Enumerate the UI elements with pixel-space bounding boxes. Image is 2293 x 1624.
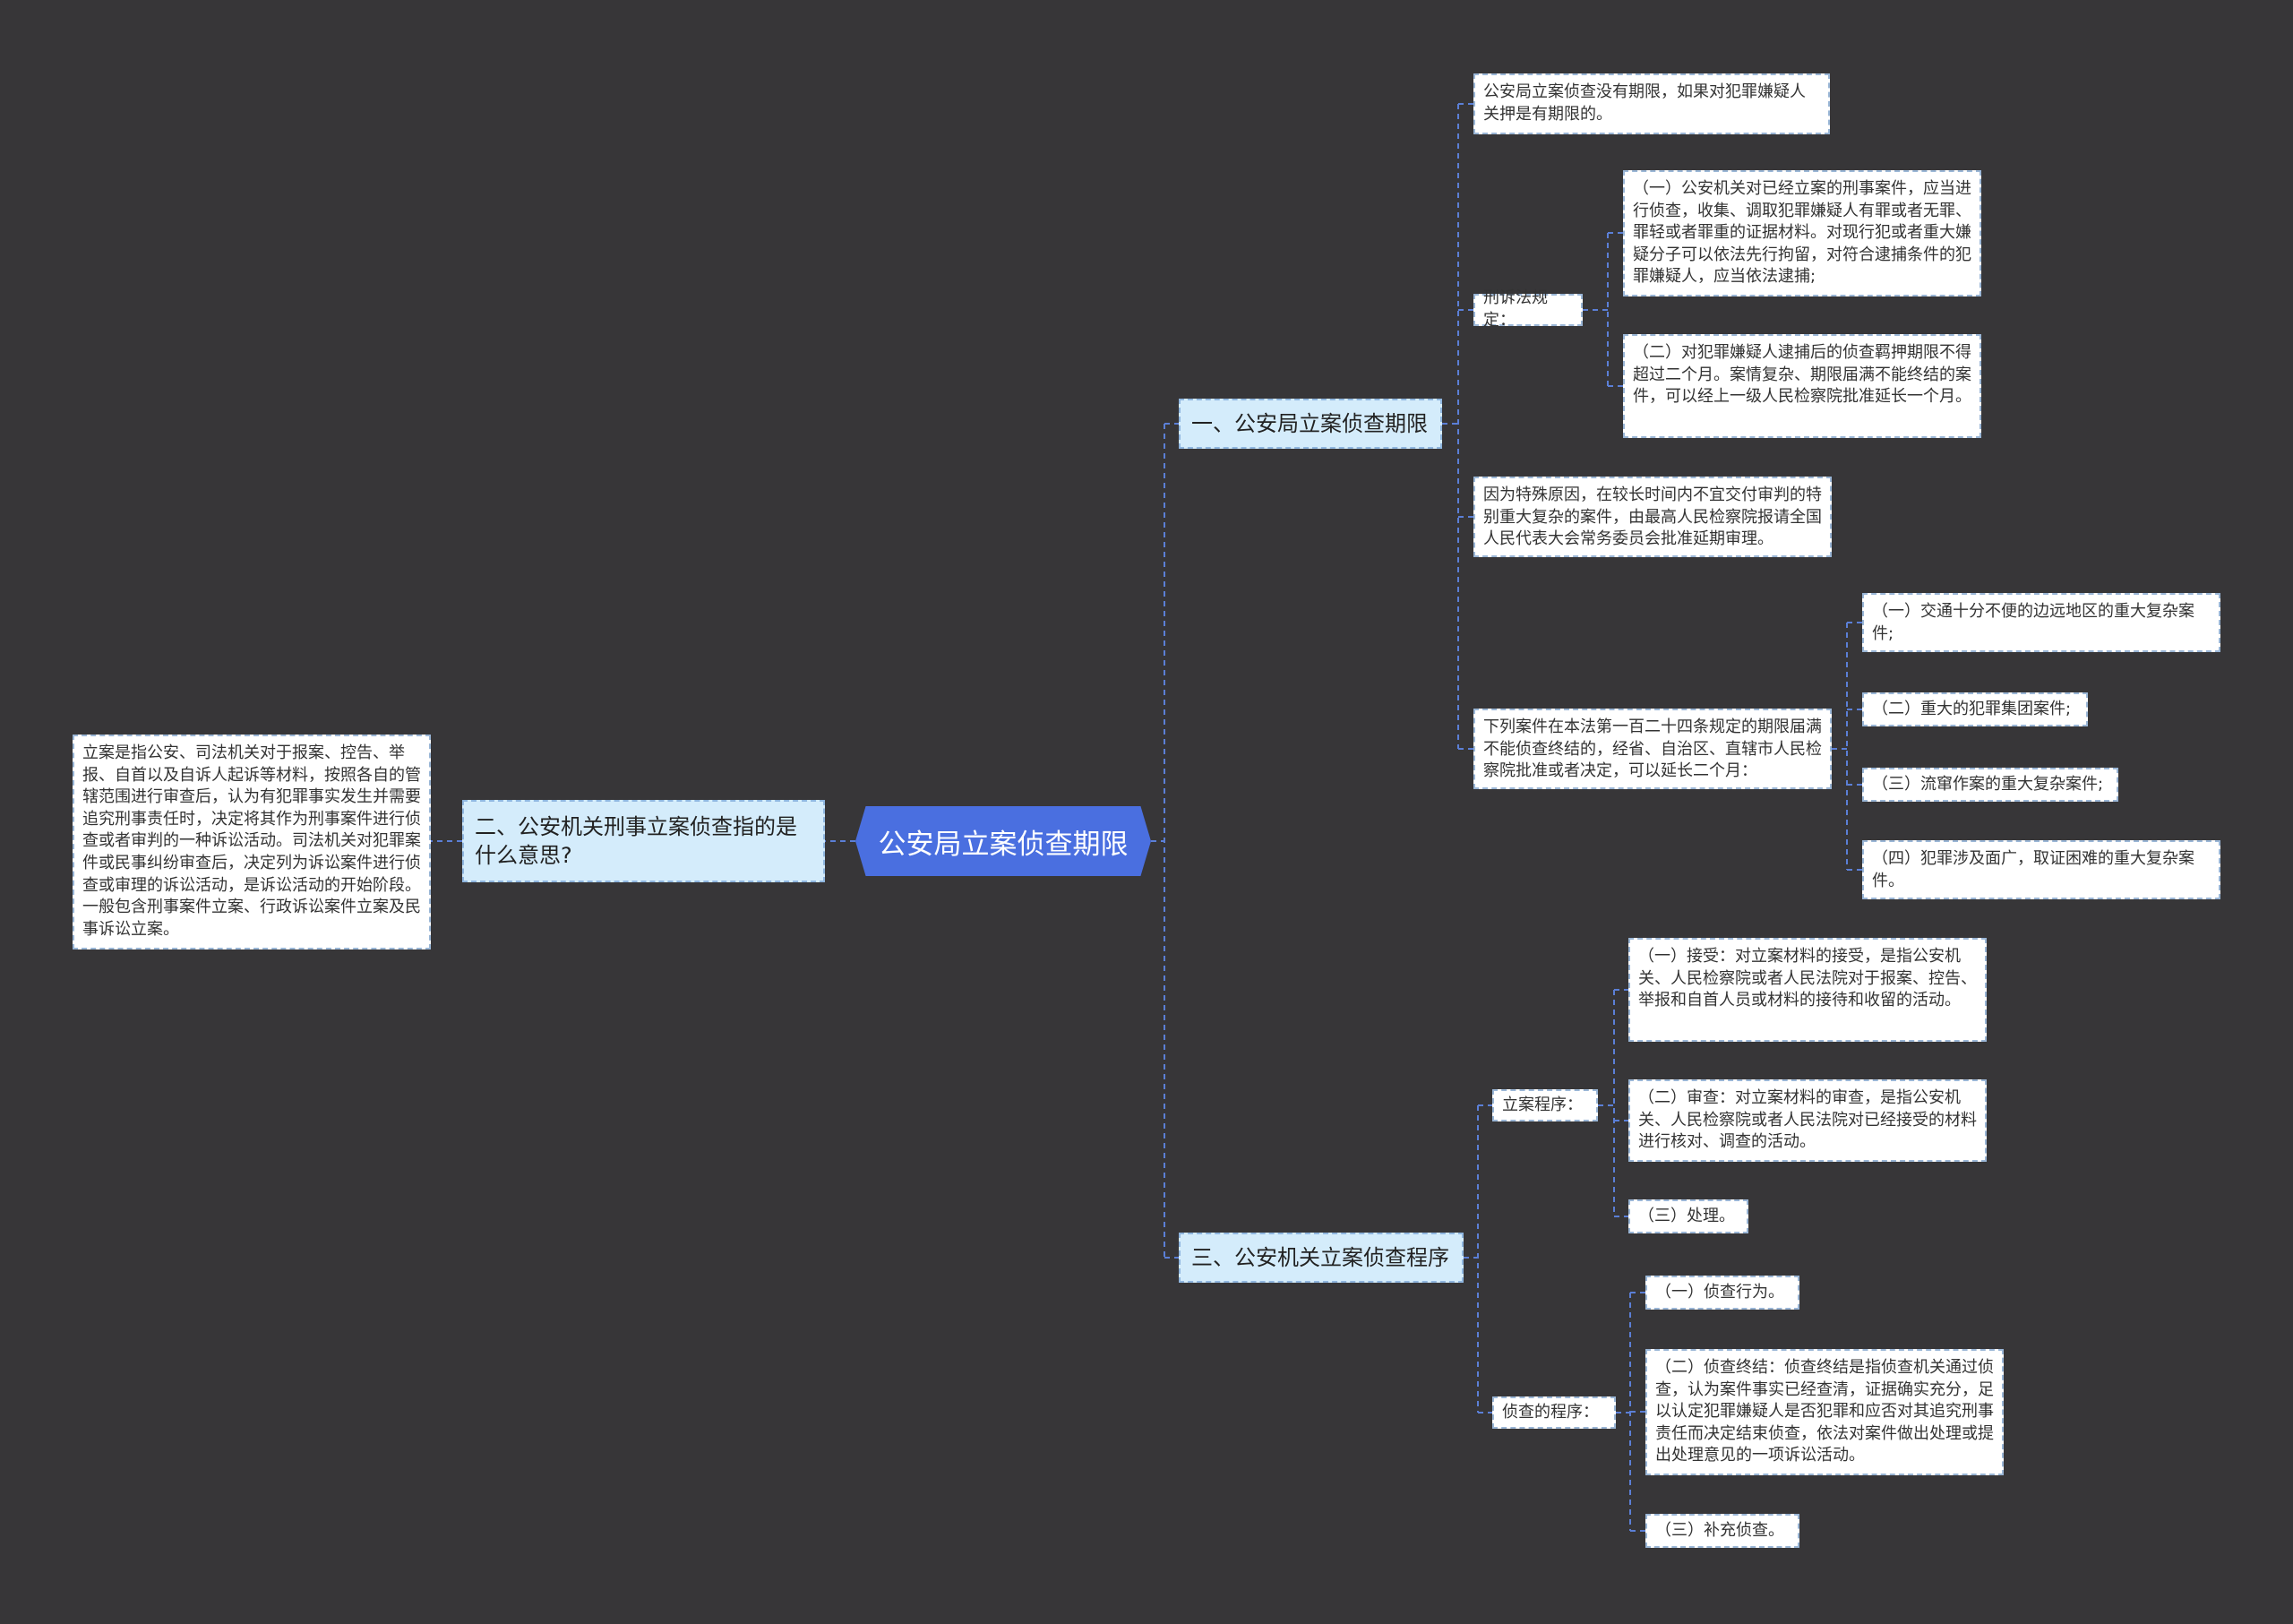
- leaf-filing-receive[interactable]: （一）接受：对立案材料的接受，是指公安机关、人民检察院或者人民法院对于报案、控告…: [1628, 938, 1987, 1042]
- leaf-filing-procedure[interactable]: 立案程序：: [1492, 1089, 1598, 1121]
- root-label: 公安局立案侦查期限: [878, 828, 1129, 861]
- branch-label: 一、公安局立案侦查期限: [1191, 411, 1428, 436]
- leaf-investigation-acts[interactable]: （一）侦查行为。: [1645, 1276, 1799, 1310]
- branch-label: 三、公安机关立案侦查程序: [1191, 1245, 1449, 1270]
- leaf-case-filing-definition[interactable]: 立案是指公安、司法机关对于报案、控告、举报、自首以及自诉人起诉等材料，按照各自的…: [73, 735, 431, 949]
- branch-meaning[interactable]: 二、公安机关刑事立案侦查指的是什么意思?: [462, 800, 825, 882]
- leaf-filing-handle[interactable]: （三）处理。: [1628, 1199, 1748, 1233]
- leaf-supplementary-investigation[interactable]: （三）补充侦查。: [1645, 1514, 1799, 1548]
- branch-investigation-period[interactable]: 一、公安局立案侦查期限: [1179, 399, 1442, 449]
- leaf-roving-crime-cases[interactable]: （三）流窜作案的重大复杂案件;: [1862, 768, 2118, 802]
- leaf-law-clause-1[interactable]: （一）公安机关对已经立案的刑事案件，应当进行侦查，收集、调取犯罪嫌疑人有罪或者无…: [1623, 170, 1981, 296]
- leaf-wide-scope-cases[interactable]: （四）犯罪涉及面广，取证困难的重大复杂案件。: [1862, 840, 2220, 899]
- leaf-investigation-conclusion[interactable]: （二）侦查终结：侦查终结是指侦查机关通过侦查，认为案件事实已经查清，证据确实充分…: [1645, 1349, 2004, 1475]
- leaf-filing-review[interactable]: （二）审查：对立案材料的审查，是指公安机关、人民检察院或者人民法院对已经接受的材…: [1628, 1079, 1987, 1162]
- leaf-law-clause-2[interactable]: （二）对犯罪嫌疑人逮捕后的侦查羁押期限不得超过二个月。案情复杂、期限届满不能终结…: [1623, 334, 1981, 438]
- branch-label: 二、公安机关刑事立案侦查指的是什么意思?: [475, 814, 797, 868]
- branch-procedure[interactable]: 三、公安机关立案侦查程序: [1179, 1233, 1464, 1283]
- leaf-remote-area-cases[interactable]: （一）交通十分不便的边远地区的重大复杂案件;: [1862, 593, 2220, 652]
- leaf-investigation-procedure[interactable]: 侦查的程序：: [1492, 1396, 1616, 1429]
- root-node[interactable]: 公安局立案侦查期限: [855, 806, 1151, 876]
- leaf-extension-cases[interactable]: 下列案件在本法第一百二十四条规定的期限届满不能侦查终结的，经省、自治区、直辖市人…: [1473, 709, 1832, 789]
- leaf-no-time-limit[interactable]: 公安局立案侦查没有期限，如果对犯罪嫌疑人关押是有期限的。: [1473, 73, 1830, 134]
- leaf-crime-group-cases[interactable]: （二）重大的犯罪集团案件;: [1862, 692, 2088, 726]
- leaf-criminal-procedure-law[interactable]: 刑诉法规定：: [1473, 288, 1583, 330]
- leaf-special-cases[interactable]: 因为特殊原因，在较长时间内不宜交付审判的特别重大复杂的案件，由最高人民检察院报请…: [1473, 477, 1832, 557]
